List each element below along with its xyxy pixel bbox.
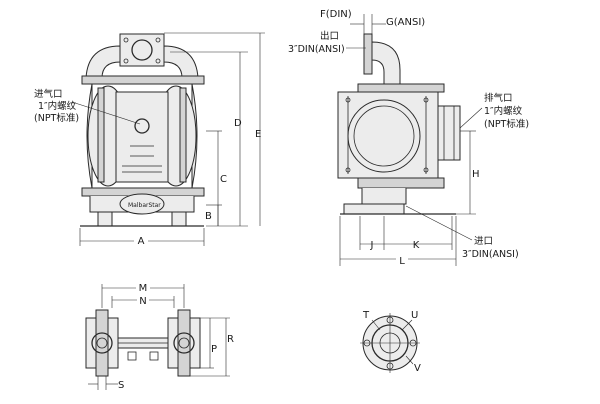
exhaust-line3: (NPT标准) xyxy=(484,118,529,130)
dim-n-label: N xyxy=(139,296,146,307)
dim-v-label: V xyxy=(414,363,421,374)
side-view: F(DIN) G(ANSI) 出口 3″DIN(ANSI) H xyxy=(288,9,529,267)
inlet-leader xyxy=(405,205,473,241)
bottom-view: M N P R S xyxy=(85,281,234,391)
dim-r-label: R xyxy=(227,334,234,345)
dim-h-label: H xyxy=(472,169,480,180)
dim-b-label: B xyxy=(205,211,212,222)
dim-line-u xyxy=(401,319,413,331)
right-foot xyxy=(171,211,187,227)
inlet-line2: 3″DIN(ANSI) xyxy=(462,249,519,260)
outlet-bore xyxy=(131,39,153,61)
outlet-line1: 出口 xyxy=(320,30,339,42)
side-outlet-flange xyxy=(363,33,373,75)
air-inlet-line1: 进气口 xyxy=(34,88,63,100)
dim-e-label: E xyxy=(255,129,261,140)
air-inlet-leader xyxy=(71,101,141,125)
exhaust-line1: 排气口 xyxy=(484,92,513,104)
inlet-line1: 进口 xyxy=(474,236,493,247)
dim-m-label: M xyxy=(139,283,148,294)
dim-p-label: P xyxy=(211,344,217,355)
dim-j-label: J xyxy=(370,240,374,251)
outlet-line2: 3″DIN(ANSI) xyxy=(288,44,345,55)
top-manifold-left xyxy=(85,45,121,79)
dim-t-label: T xyxy=(362,310,370,321)
left-foot xyxy=(97,211,113,227)
air-inlet-line2: 1″内螺纹 xyxy=(38,100,77,112)
exhaust-line2: 1″内螺纹 xyxy=(484,105,523,117)
side-chamber xyxy=(347,99,421,173)
dim-line-t xyxy=(371,319,381,331)
dim-g-label: G(ANSI) xyxy=(386,17,425,28)
dim-line-v xyxy=(405,355,414,365)
dim-c-label: C xyxy=(220,174,227,185)
outlet-flange xyxy=(119,33,165,67)
dim-d-label: D xyxy=(234,118,242,129)
center-section xyxy=(115,91,169,183)
exhaust-leader xyxy=(459,107,483,129)
nameplate-text: MalbarStar xyxy=(128,202,161,209)
top-manifold-right xyxy=(163,45,199,79)
front-view: MalbarStar A B C D E 进气口 1″内螺纹 (NPT标准) xyxy=(34,32,265,247)
dim-f-label: F(DIN) xyxy=(320,9,352,20)
side-foot xyxy=(343,203,405,215)
dim-l-label: L xyxy=(399,256,405,267)
air-inlet-line3: (NPT标准) xyxy=(34,112,79,124)
dim-s-label: S xyxy=(118,380,124,391)
air-valve-block xyxy=(437,105,461,161)
dim-k-label: K xyxy=(413,240,420,251)
dim-u-label: U xyxy=(411,310,418,321)
dim-a-label: A xyxy=(138,236,145,247)
flange-detail: T U V xyxy=(360,310,421,374)
